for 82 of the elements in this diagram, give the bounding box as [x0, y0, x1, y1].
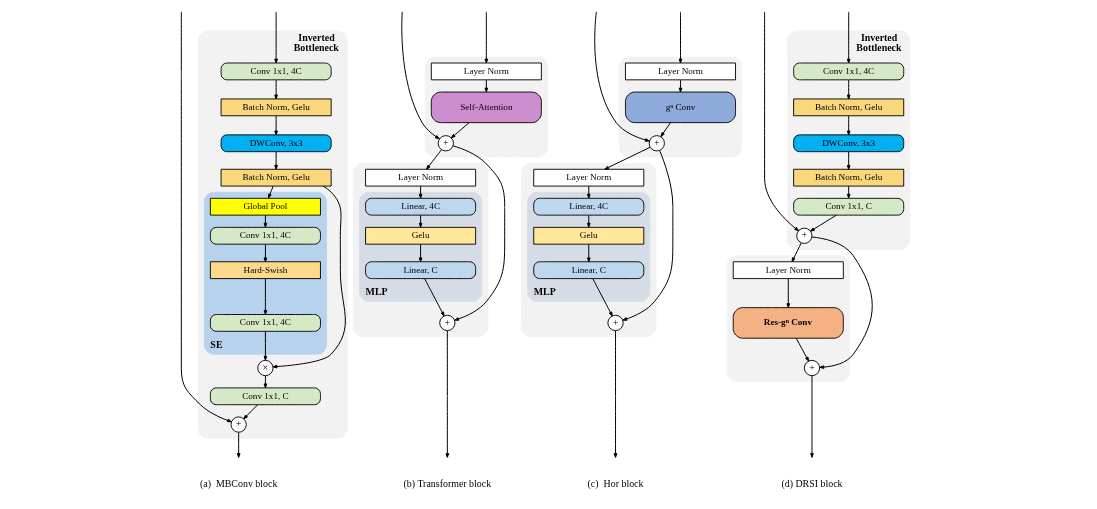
node-box: Conv 1x1, C — [209, 387, 321, 406]
arrow — [236, 431, 241, 458]
node-box: gⁿ Conv — [625, 91, 736, 124]
arrow — [764, 11, 799, 232]
arrow — [592, 278, 613, 317]
label: (a) MBConv block — [199, 477, 278, 489]
arrow — [263, 244, 268, 263]
arrow — [586, 214, 591, 228]
node-box: Batch Norm, Gelu — [220, 98, 332, 117]
arrow — [274, 151, 278, 170]
arrow — [786, 278, 791, 308]
node-box: Res-gⁿ Conv — [732, 307, 844, 339]
arrow — [272, 185, 346, 369]
label: (b) Transformer block — [403, 477, 492, 489]
arrow — [426, 149, 442, 170]
node-box: Linear, 4C — [533, 197, 645, 216]
node-box: Global Pool — [209, 197, 321, 216]
node-circle: + — [803, 359, 821, 377]
node-box: Hard-Swish — [209, 261, 321, 280]
node-circle: + — [439, 314, 456, 331]
node-box: Layer Norm — [365, 168, 477, 187]
arrow — [586, 185, 591, 199]
arrow — [791, 242, 802, 263]
arrow — [846, 151, 851, 170]
arrow — [484, 11, 489, 64]
node-box: Layer Norm — [430, 62, 542, 81]
arrow — [274, 11, 278, 64]
arrow — [678, 11, 683, 64]
arrow — [795, 337, 810, 362]
node-box: DWConv, 3x3 — [793, 134, 905, 153]
node-box: Conv 1x1, 4C — [220, 62, 332, 81]
arrow — [586, 244, 591, 263]
node-box: Conv 1x1, 4C — [209, 314, 321, 332]
arrow — [263, 214, 268, 228]
node-box: Self-Attention — [430, 91, 542, 124]
node-box: Gelu — [533, 226, 645, 245]
arrow — [846, 185, 851, 199]
arrow — [445, 330, 450, 458]
node-box: Batch Norm, Gelu — [793, 98, 905, 117]
arrow — [810, 375, 814, 458]
arrow — [846, 115, 851, 136]
arrow — [263, 330, 268, 361]
arrow — [810, 214, 837, 232]
label: (c) Hor block — [587, 477, 644, 489]
node-box: Linear, 4C — [365, 197, 477, 216]
node-box: Conv 1x1, 4C — [793, 62, 905, 81]
arrow — [418, 214, 423, 228]
node-box: Conv 1x1, 4C — [209, 226, 321, 245]
node-box: Batch Norm, Gelu — [220, 168, 332, 187]
arrow — [622, 149, 674, 321]
arrow — [613, 330, 618, 458]
node-box: Linear, C — [533, 261, 645, 280]
node-box: DWConv, 3x3 — [220, 134, 332, 153]
arrow — [418, 244, 423, 263]
arrow — [274, 115, 278, 136]
arrow — [846, 79, 851, 100]
node-box: Layer Norm — [533, 168, 645, 187]
arrow — [418, 185, 423, 199]
node-box: Gelu — [365, 226, 477, 245]
node-circle: × — [257, 359, 274, 377]
arrow — [452, 145, 506, 321]
node-box: Layer Norm — [732, 261, 844, 280]
arrow — [450, 122, 470, 139]
node-box: Conv 1x1, C — [793, 197, 905, 216]
arrow — [268, 185, 274, 199]
arrow — [180, 11, 232, 423]
arrow — [263, 278, 268, 315]
node-box: Batch Norm, Gelu — [793, 168, 905, 187]
arrow — [594, 11, 650, 142]
node-circle: + — [607, 314, 624, 331]
arrow — [274, 79, 278, 100]
arrow — [424, 278, 445, 317]
label: (d) DRSI block — [781, 477, 843, 489]
node-box: Layer Norm — [625, 62, 736, 81]
node-circle: + — [648, 135, 665, 152]
arrow — [243, 404, 259, 420]
arrow — [811, 236, 873, 369]
arrow — [401, 11, 440, 140]
node-box: Linear, C — [365, 261, 477, 280]
arrow — [846, 11, 851, 64]
arrow — [604, 146, 651, 170]
arrow — [660, 122, 671, 137]
